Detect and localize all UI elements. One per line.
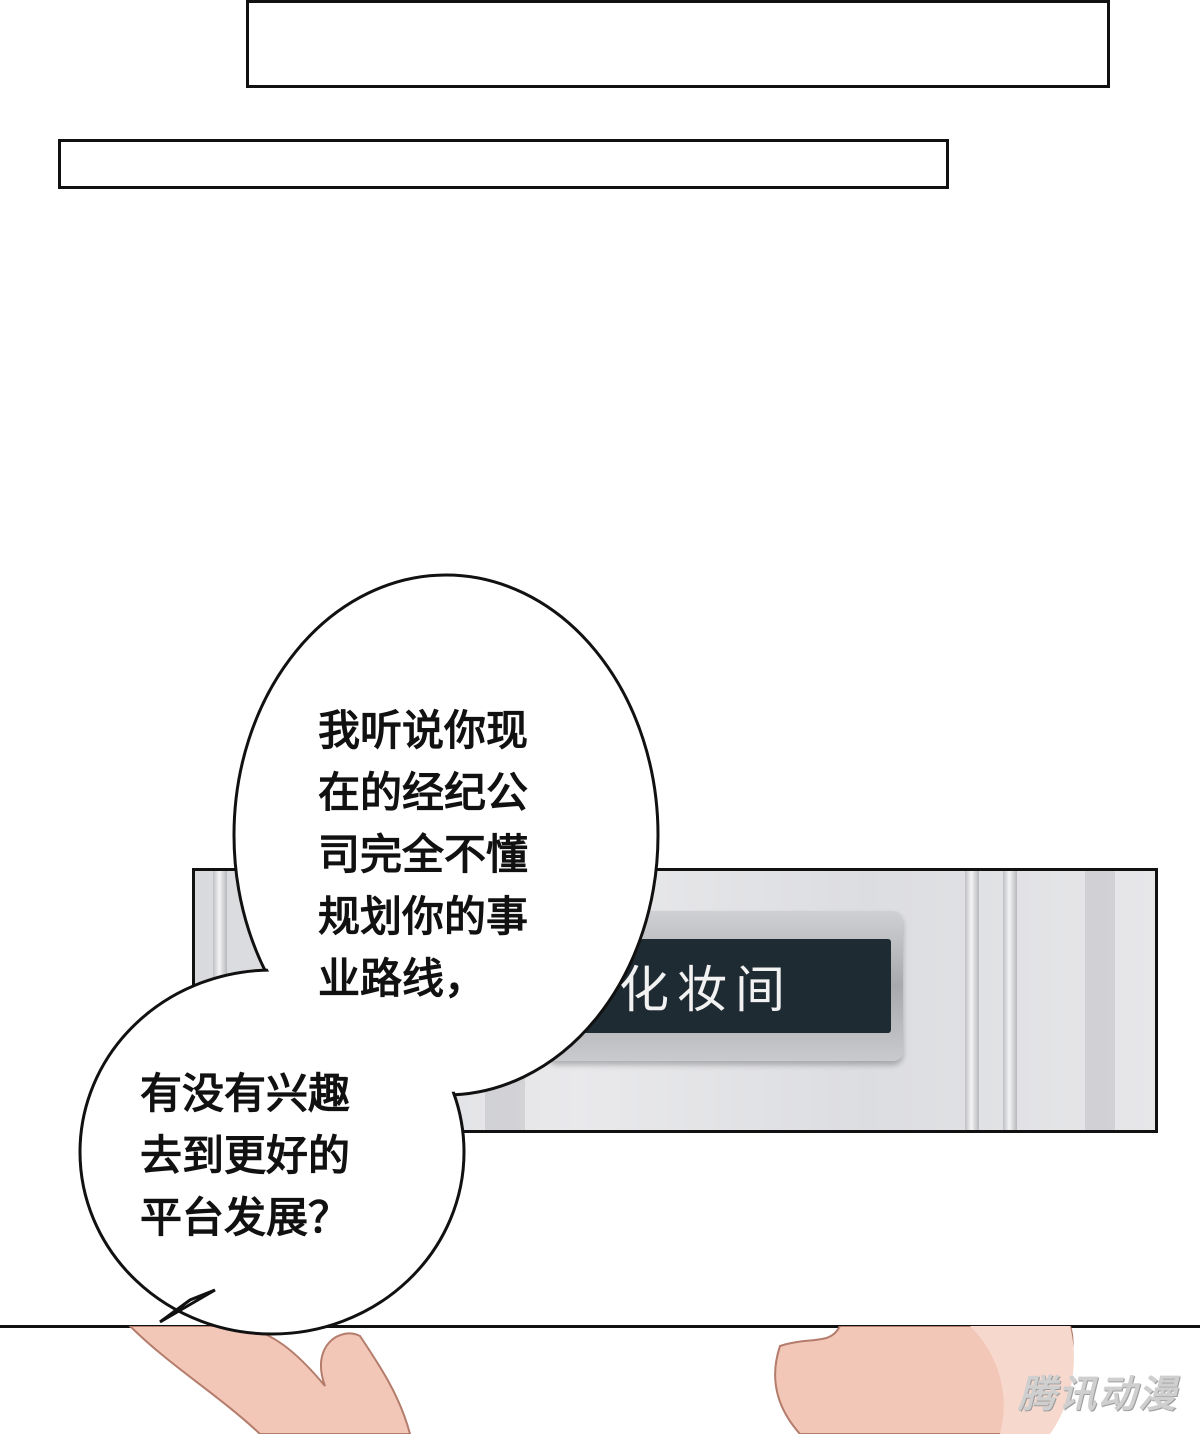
hand-left	[128, 1326, 412, 1434]
tencent-comics-watermark: 腾讯动漫	[1017, 1372, 1178, 1416]
empty-panel-top	[246, 0, 1110, 88]
speech-bubble-1-text: 我听说你现 在的经纪公 司完全不懂 规划你的事 业路线，	[318, 706, 529, 1003]
panel-bottom-border	[0, 1325, 1200, 1328]
door-wood-stripe	[1085, 871, 1115, 1130]
door-groove-center	[965, 871, 979, 1130]
door-groove-right	[1003, 871, 1017, 1130]
speech-bubble-2-text: 有没有兴趣 去到更好的 平台发展？	[140, 1069, 351, 1242]
sign-label: 化妆间	[619, 961, 793, 1019]
empty-panel-second	[58, 139, 949, 189]
speech-bubble-1-fill	[237, 578, 655, 1092]
speech-bubble-tail	[159, 1288, 216, 1324]
hand-right	[774, 1326, 1074, 1434]
